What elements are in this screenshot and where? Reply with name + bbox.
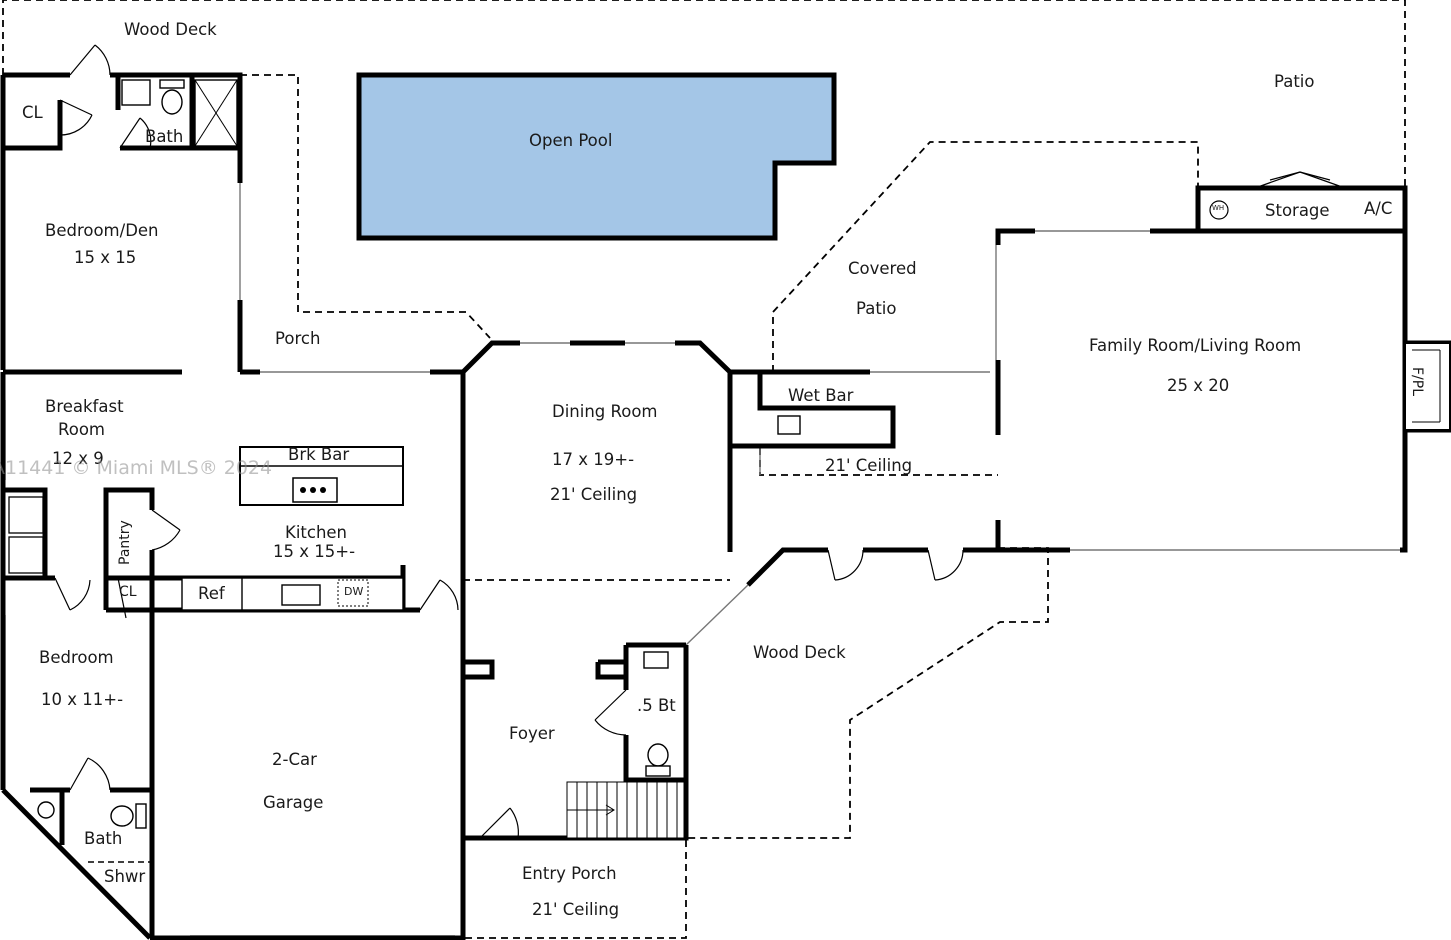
lower-bath-sink-icon <box>37 801 55 819</box>
label-family-room: Family Room/Living Room <box>1089 336 1302 355</box>
label-dining-ceiling: 21' Ceiling <box>550 485 638 504</box>
label-bedroom-den-size: 15 x 15 <box>74 248 137 267</box>
label-family-room-size: 25 x 20 <box>1167 376 1230 395</box>
label-dw: DW <box>344 585 364 598</box>
door-swings <box>54 44 1346 839</box>
water-heater-icon <box>1209 200 1229 220</box>
label-bedroom-den: Bedroom/Den <box>45 221 159 240</box>
pool-shape <box>356 72 837 241</box>
watermark: A11441 © Miami MLS® 2024 <box>0 457 273 479</box>
storage-box <box>1195 185 1408 234</box>
half-bath-sink-icon <box>643 651 669 669</box>
label-wood-deck-top: Wood Deck <box>124 20 217 39</box>
label-shwr: Shwr <box>104 867 146 886</box>
label-breakfast-size: 12 x 9 <box>52 449 104 468</box>
label-garage-line2: Garage <box>263 793 324 812</box>
half-bath-toilet-icon <box>647 743 669 767</box>
label-bedroom: Bedroom <box>39 648 114 667</box>
label-porch: Porch <box>275 329 321 348</box>
label-foyer: Foyer <box>509 724 555 743</box>
washer-icon <box>8 496 44 534</box>
label-breakfast: Breakfast <box>45 397 124 416</box>
toilet-top-icon <box>161 89 183 115</box>
window-lines <box>4 183 1400 937</box>
label-covered-patio: Patio <box>856 299 897 318</box>
label-storage: Storage <box>1265 201 1330 220</box>
label-ac: A/C <box>1364 199 1393 218</box>
label-kitchen: Kitchen <box>285 523 348 542</box>
label-breakfast-room: Room <box>58 420 105 439</box>
lower-bath-toilet-icon <box>110 805 134 827</box>
label-garage-line1: 2-Car <box>272 750 317 769</box>
label-wet-bar: Wet Bar <box>788 386 854 405</box>
wetbar-sink-icon <box>777 415 801 435</box>
label-entry-porch: Entry Porch <box>522 864 617 883</box>
stairs <box>566 781 685 839</box>
label-cl-top: CL <box>22 103 43 122</box>
label-bedroom-size: 10 x 11+- <box>41 690 124 709</box>
label-bath-top: Bath <box>145 127 184 146</box>
label-cl-mid: CL <box>119 584 137 600</box>
dryer-icon <box>8 536 44 574</box>
label-patio: Patio <box>1274 72 1315 91</box>
label-pantry: Pantry <box>117 520 133 565</box>
label-wood-deck-right: Wood Deck <box>753 643 846 662</box>
label-kitchen-size: 15 x 15+- <box>273 542 356 561</box>
label-brk-bar: Brk Bar <box>288 445 350 464</box>
label-open-pool: Open Pool <box>529 131 613 150</box>
label-bath-bottom: Bath <box>84 829 123 848</box>
label-covered: Covered <box>848 259 917 278</box>
label-fireplace: F/PL <box>1409 367 1425 397</box>
label-entry-porch-ceiling: 21' Ceiling <box>532 900 620 919</box>
lavatory-top-icon <box>121 79 151 106</box>
dishwasher-icon <box>337 579 369 607</box>
label-ref: Ref <box>198 584 225 603</box>
label-wh: WH <box>1212 204 1225 212</box>
sink-icon <box>281 584 321 606</box>
label-dining-size: 17 x 19+- <box>552 450 635 469</box>
label-wet-bar-ceiling: 21' Ceiling <box>825 456 913 475</box>
label-half-bath: .5 Bt <box>637 696 676 715</box>
label-dining: Dining Room <box>552 402 658 421</box>
fireplace-icon <box>1404 342 1451 431</box>
